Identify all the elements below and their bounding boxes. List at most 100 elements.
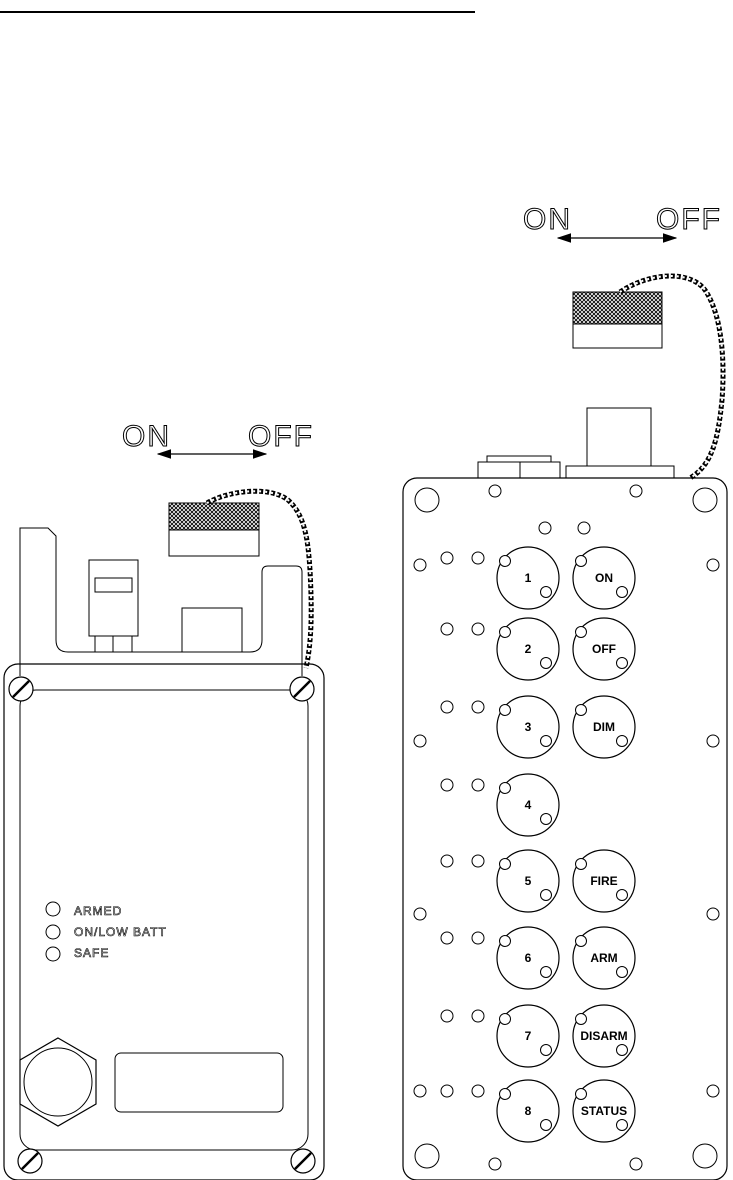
row-indicator-hole bbox=[441, 552, 453, 564]
row-indicator-hole bbox=[472, 855, 484, 867]
indicator-safe: SAFE bbox=[46, 946, 109, 961]
button-on[interactable]: ON bbox=[573, 547, 635, 609]
button-1-screw bbox=[541, 587, 552, 598]
button-4[interactable]: 4 bbox=[497, 774, 559, 836]
button-disarm-screw bbox=[576, 1014, 587, 1025]
left-label-plate bbox=[115, 1053, 283, 1112]
right-mount-hole bbox=[693, 488, 717, 512]
row-indicator-hole bbox=[441, 1085, 453, 1097]
button-1-screw bbox=[500, 556, 511, 567]
left-screw-icon bbox=[18, 1149, 42, 1173]
button-disarm-screw bbox=[617, 1045, 628, 1056]
button-dim[interactable]: DIM bbox=[573, 696, 635, 758]
button-fire-screw bbox=[617, 890, 628, 901]
right-connector-body bbox=[587, 408, 651, 466]
button-3[interactable]: 3 bbox=[497, 696, 559, 758]
button-6-label: 6 bbox=[525, 951, 532, 965]
button-1-label: 1 bbox=[525, 571, 532, 585]
button-2-screw bbox=[541, 658, 552, 669]
button-status-label: STATUS bbox=[581, 1104, 627, 1118]
button-arm-label: ARM bbox=[590, 951, 617, 965]
button-on-label: ON bbox=[595, 571, 613, 585]
button-5-screw bbox=[541, 890, 552, 901]
button-4-screw bbox=[500, 783, 511, 794]
right-button-grid: 1 ON 2 OFF 3 DIM 4 5 FIRE 6 ARM 7 DISARM 8 STATUS bbox=[441, 547, 635, 1142]
button-4-label: 4 bbox=[525, 798, 532, 812]
indicator-armed: ARMED bbox=[46, 902, 122, 918]
button-2-screw bbox=[500, 627, 511, 638]
button-on-screw bbox=[576, 556, 587, 567]
row-indicator-hole bbox=[472, 779, 484, 791]
left-switch-off-label: OFF bbox=[248, 420, 314, 453]
row-indicator-hole bbox=[441, 623, 453, 635]
indicator-on-low-batt-label: ON/LOW BATT bbox=[74, 925, 167, 939]
row-indicator-hole bbox=[441, 1010, 453, 1022]
button-fire[interactable]: FIRE bbox=[573, 850, 635, 912]
left-screw-icon bbox=[290, 677, 314, 701]
left-dust-cap[interactable] bbox=[169, 503, 259, 556]
button-6[interactable]: 6 bbox=[497, 927, 559, 989]
button-3-label: 3 bbox=[525, 720, 532, 734]
button-arm-screw bbox=[617, 967, 628, 978]
button-3-screw bbox=[500, 705, 511, 716]
button-off[interactable]: OFF bbox=[573, 618, 635, 680]
hex-connector-icon bbox=[20, 1038, 96, 1126]
button-7-screw bbox=[541, 1045, 552, 1056]
row-indicator-hole bbox=[472, 932, 484, 944]
button-7[interactable]: 7 bbox=[497, 1005, 559, 1067]
left-top-bracket bbox=[20, 528, 302, 676]
button-2[interactable]: 2 bbox=[497, 618, 559, 680]
button-off-label: OFF bbox=[592, 642, 616, 656]
button-2-label: 2 bbox=[525, 642, 532, 656]
indicator-armed-label: ARMED bbox=[74, 904, 122, 918]
right-small-holes bbox=[414, 485, 719, 1170]
right-switch-off-label: OFF bbox=[656, 203, 722, 236]
indicator-safe-label: SAFE bbox=[74, 946, 109, 960]
button-arm[interactable]: ARM bbox=[573, 927, 635, 989]
right-mount-hole bbox=[415, 488, 439, 512]
button-dim-screw bbox=[617, 736, 628, 747]
button-status-screw bbox=[617, 1120, 628, 1131]
right-housing bbox=[403, 478, 727, 1180]
button-on-screw bbox=[617, 587, 628, 598]
row-indicator-hole bbox=[472, 1085, 484, 1097]
left-screw-icon bbox=[291, 1149, 315, 1173]
button-5-label: 5 bbox=[525, 874, 532, 888]
button-8-label: 8 bbox=[525, 1104, 532, 1118]
button-7-screw bbox=[500, 1014, 511, 1025]
row-indicator-hole bbox=[441, 932, 453, 944]
button-8-screw bbox=[541, 1120, 552, 1131]
row-indicator-hole bbox=[472, 701, 484, 713]
left-slide-switch[interactable] bbox=[89, 560, 138, 652]
row-indicator-hole bbox=[472, 1010, 484, 1022]
button-dim-label: DIM bbox=[593, 720, 615, 734]
right-switch-on-label: ON bbox=[523, 203, 572, 236]
row-indicator-hole bbox=[441, 855, 453, 867]
button-status-screw bbox=[576, 1089, 587, 1100]
button-disarm[interactable]: DISARM bbox=[573, 1005, 635, 1067]
indicator-on-low-batt: ON/LOW BATT bbox=[46, 925, 167, 939]
button-6-screw bbox=[541, 967, 552, 978]
right-connector-base bbox=[566, 466, 674, 478]
button-5-screw bbox=[500, 859, 511, 870]
right-slide-switch[interactable] bbox=[478, 456, 560, 478]
row-indicator-hole bbox=[472, 552, 484, 564]
button-off-screw bbox=[576, 627, 587, 638]
button-dim-screw bbox=[576, 705, 587, 716]
right-mount-hole bbox=[693, 1144, 717, 1168]
right-dust-cap[interactable] bbox=[573, 292, 662, 348]
button-arm-screw bbox=[576, 936, 587, 947]
button-status[interactable]: STATUS bbox=[573, 1080, 635, 1142]
row-indicator-hole bbox=[441, 701, 453, 713]
button-7-label: 7 bbox=[525, 1029, 532, 1043]
row-indicator-hole bbox=[472, 623, 484, 635]
button-fire-screw bbox=[576, 859, 587, 870]
right-mount-hole bbox=[415, 1144, 439, 1168]
button-5[interactable]: 5 bbox=[497, 850, 559, 912]
button-1[interactable]: 1 bbox=[497, 547, 559, 609]
button-disarm-label: DISARM bbox=[580, 1029, 627, 1043]
left-screw-icon bbox=[9, 677, 33, 701]
button-off-screw bbox=[617, 658, 628, 669]
button-8[interactable]: 8 bbox=[497, 1080, 559, 1142]
